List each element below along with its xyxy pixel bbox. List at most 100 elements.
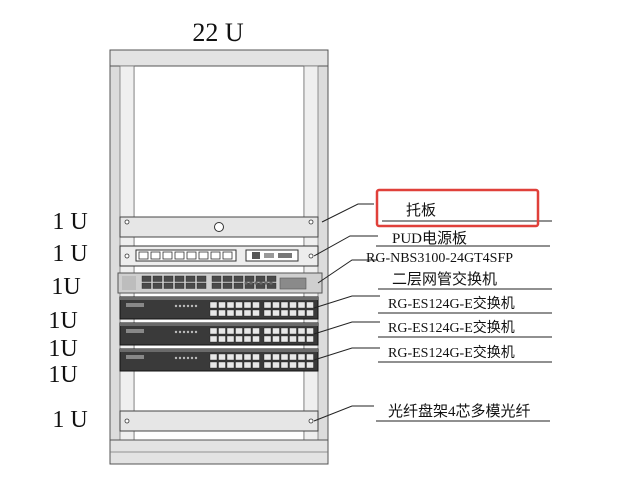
ethernet-port-icon: [306, 335, 314, 343]
ethernet-port-icon: [196, 282, 207, 289]
ethernet-port-icon: [152, 275, 163, 282]
ethernet-port-icon: [297, 327, 306, 335]
es-switch-unit: [119, 348, 319, 372]
power-socket-icon: [174, 251, 185, 260]
tray-knob-icon: [214, 222, 224, 232]
ethernet-port-icon: [185, 275, 196, 282]
ethernet-port-icon: [297, 361, 306, 369]
ethernet-port-icon: [226, 327, 235, 335]
ethernet-port-icon: [306, 361, 314, 369]
unit-label: 1 U: [52, 241, 87, 267]
screw-icon: [124, 219, 130, 225]
pdu-unit: [119, 245, 319, 267]
callout-labels: 托板 PUD电源板 RG-NBS3100-24GT4SFP 二层网管交换机 RG…: [366, 201, 531, 420]
ethernet-port-icon: [297, 309, 306, 317]
ethernet-port-icon: [141, 275, 152, 282]
pdu-indicator-icon: [278, 253, 292, 258]
ethernet-port-icon: [209, 335, 218, 343]
ethernet-port-icon: [209, 353, 218, 361]
status-led-icon: [186, 304, 190, 308]
ethernet-port-icon: [266, 275, 277, 282]
brand-logo: [126, 329, 144, 333]
ethernet-port-icon: [209, 301, 218, 309]
ethernet-port-icon: [218, 327, 226, 335]
ethernet-port-icon: [163, 275, 174, 282]
ethernet-port-icon: [289, 353, 297, 361]
leader-line: [313, 347, 380, 361]
ethernet-port-icon: [263, 309, 272, 317]
status-led-icon: [190, 330, 194, 334]
es-switch-unit: [119, 296, 319, 320]
ethernet-port-icon: [209, 309, 218, 317]
unit-label: 1U: [51, 274, 80, 300]
nbs-switch-unit: [117, 272, 323, 294]
ethernet-port-icon: [174, 275, 185, 282]
unit-label: 1 U: [52, 209, 87, 235]
ethernet-port-icon: [252, 335, 260, 343]
power-socket-icon: [210, 251, 221, 260]
rack-frame: [109, 49, 329, 465]
ethernet-port-icon: [280, 353, 289, 361]
callout-label-nbs-type: 二层网管交换机: [392, 270, 497, 288]
status-led-icon: [254, 281, 258, 285]
unit-label: 1U: [48, 336, 77, 362]
ethernet-port-icon: [252, 309, 260, 317]
ethernet-port-icon: [280, 327, 289, 335]
ethernet-port-icon: [243, 335, 252, 343]
ethernet-port-icon: [272, 309, 280, 317]
screw-icon: [124, 418, 130, 424]
status-led-icon: [174, 304, 178, 308]
ethernet-port-icon: [233, 275, 244, 282]
ethernet-port-icon: [211, 282, 222, 289]
ethernet-port-icon: [263, 335, 272, 343]
ethernet-port-icon: [226, 301, 235, 309]
status-led-icon: [194, 330, 198, 334]
pdu-switch-icon: [252, 252, 260, 259]
power-socket-icon: [222, 251, 233, 260]
status-led-icon: [259, 281, 263, 285]
ethernet-port-icon: [297, 335, 306, 343]
callout-label-tray: 托板: [406, 201, 436, 219]
unit-labels: 1 U 1 U 1U 1U 1U 1U 1 U: [48, 209, 87, 433]
screw-icon: [124, 253, 130, 259]
power-socket-icon: [150, 251, 161, 260]
ethernet-port-icon: [263, 361, 272, 369]
screw-icon: [308, 219, 314, 225]
ethernet-port-icon: [280, 309, 289, 317]
status-led-icon: [194, 304, 198, 308]
highlight-box: [375, 188, 540, 228]
ethernet-port-icon: [280, 361, 289, 369]
status-led-icon: [264, 281, 268, 285]
ethernet-port-icon: [289, 335, 297, 343]
ethernet-port-icon: [163, 282, 174, 289]
callout-label-pdu: PUD电源板: [392, 229, 467, 247]
ethernet-port-icon: [306, 301, 314, 309]
ethernet-port-icon: [272, 327, 280, 335]
ethernet-port-icon: [226, 335, 235, 343]
status-led-icon: [190, 356, 194, 360]
power-socket-icon: [198, 251, 209, 260]
status-led-icon: [244, 281, 248, 285]
status-led-icon: [182, 356, 186, 360]
ethernet-port-icon: [289, 327, 297, 335]
ethernet-port-icon: [196, 275, 207, 282]
ethernet-port-icon: [263, 301, 272, 309]
ethernet-port-icon: [280, 335, 289, 343]
sfp-ports: [279, 277, 307, 290]
power-socket-icon: [162, 251, 173, 260]
ethernet-port-icon: [218, 353, 226, 361]
brand-logo: [126, 355, 144, 359]
brand-logo: [126, 303, 144, 307]
status-led-icon: [249, 281, 253, 285]
callout-label-nbs-model: RG-NBS3100-24GT4SFP: [366, 251, 513, 266]
unit-label: 1 U: [52, 407, 87, 433]
status-led-icon: [190, 304, 194, 308]
tray-unit: [119, 216, 319, 238]
ethernet-port-icon: [218, 335, 226, 343]
power-socket-icon: [186, 251, 197, 260]
status-led-icon: [186, 356, 190, 360]
leader-line: [313, 405, 374, 422]
status-led-icon: [182, 330, 186, 334]
status-led-icon: [178, 304, 182, 308]
ethernet-port-icon: [226, 361, 235, 369]
